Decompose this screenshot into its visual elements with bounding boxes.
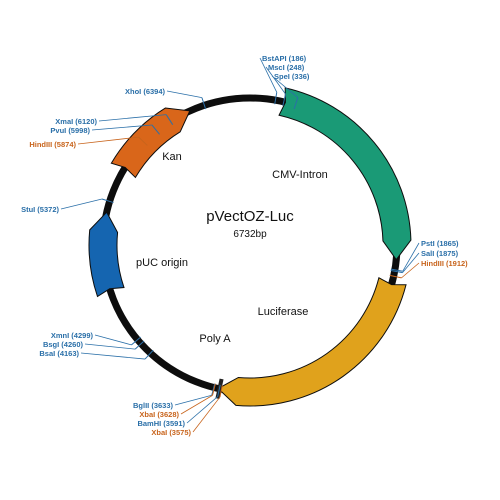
feature-puc-origin xyxy=(88,211,125,298)
site-xbai-3628-leader xyxy=(180,395,213,415)
site-xbai-3575-label: XbaI (3575) xyxy=(151,428,191,437)
site-bstapi-186-leader xyxy=(259,57,278,93)
feature-label-cmv-intron: CMV-Intron xyxy=(272,169,328,181)
site-xbai-3628-tick xyxy=(211,383,216,396)
site-psti-1865-label: PstI (1865) xyxy=(421,239,459,248)
site-stui-5372-leader xyxy=(60,198,103,210)
site-xmai-6120-label: XmaI (6120) xyxy=(55,117,97,126)
site-sali-1875-tick xyxy=(390,269,403,274)
site-pvui-5998-label: PvuI (5998) xyxy=(50,126,90,135)
site-hindiii-5874-label: HindIII (5874) xyxy=(29,140,76,149)
feature-label-luciferase: Luciferase xyxy=(258,306,309,318)
site-msci-248-leader xyxy=(265,66,286,95)
site-sali-1875-label: SalI (1875) xyxy=(421,249,459,258)
site-xhoi-6394-label: XhoI (6394) xyxy=(125,87,166,96)
feature-label-poly-a: Poly A xyxy=(199,333,231,345)
site-bglii-3633-tick xyxy=(211,383,216,396)
site-xmai-6120-tick xyxy=(165,114,174,125)
site-pvui-5998-leader xyxy=(91,124,152,131)
site-xhoi-6394-tick xyxy=(201,97,207,110)
feature-cmv-intron xyxy=(278,87,412,261)
site-bsai-4163-tick xyxy=(144,349,154,360)
site-xbai-3575-leader xyxy=(192,396,221,433)
plasmid-size: 6732bp xyxy=(233,229,267,240)
site-pvui-5998-tick xyxy=(151,124,160,135)
site-xmni-4299-label: XmnI (4299) xyxy=(51,331,94,340)
site-bstapi-186-label: BstAPI (186) xyxy=(262,54,307,63)
site-xbai-3575-tick xyxy=(219,385,223,398)
feature-label-puc-origin: pUC origin xyxy=(136,257,188,269)
site-bamhi-3591-leader xyxy=(186,396,218,424)
site-layer: BstAPI (186)MscI (248)SpeI (336) PstI (18… xyxy=(21,54,468,437)
site-bamhi-3591-label: BamHI (3591) xyxy=(137,419,185,428)
site-spei-336-label: SpeI (336) xyxy=(274,72,310,81)
site-spei-336-tick xyxy=(293,97,299,110)
site-bsgi-4260-leader xyxy=(84,343,136,350)
site-bglii-3633-label: BglII (3633) xyxy=(133,401,174,410)
site-sali-1875-leader xyxy=(402,252,420,273)
site-stui-5372-tick xyxy=(101,198,114,204)
feature-kan xyxy=(110,107,191,179)
site-xmni-4299-leader xyxy=(94,334,132,346)
feature-layer xyxy=(88,87,412,407)
site-bglii-3633-leader xyxy=(174,394,212,406)
site-bstapi-186-tick xyxy=(274,92,278,105)
plasmid-name: pVectOZ-Luc xyxy=(206,208,294,225)
site-bsgi-4260-label: BsgI (4260) xyxy=(43,340,84,349)
site-hindiii-1912-tick xyxy=(389,274,402,279)
site-stui-5372-label: StuI (5372) xyxy=(21,205,59,214)
site-spei-336-leader xyxy=(271,75,299,98)
site-msci-248-tick xyxy=(282,94,287,106)
site-xhoi-6394-leader xyxy=(166,90,202,99)
site-msci-248-label: MscI (248) xyxy=(268,63,305,72)
site-bsai-4163-label: BsaI (4163) xyxy=(39,349,79,358)
site-hindiii-1912-label: HindIII (1912) xyxy=(421,259,468,268)
site-hindiii-5874-leader xyxy=(77,136,139,145)
site-hindiii-5874-tick xyxy=(138,136,148,146)
site-bsai-4163-leader xyxy=(80,352,146,360)
feature-label-kan: Kan xyxy=(162,151,182,163)
site-bsgi-4260-tick xyxy=(134,340,145,350)
site-psti-1865-leader xyxy=(402,242,420,272)
site-psti-1865-tick xyxy=(390,268,403,272)
site-bamhi-3591-tick xyxy=(217,384,221,397)
site-hindiii-1912-leader xyxy=(401,262,420,279)
site-xmai-6120-leader xyxy=(98,114,167,122)
site-xbai-3628-label: XbaI (3628) xyxy=(139,410,179,419)
feature-luciferase xyxy=(217,277,407,407)
site-xmni-4299-tick xyxy=(131,336,141,346)
